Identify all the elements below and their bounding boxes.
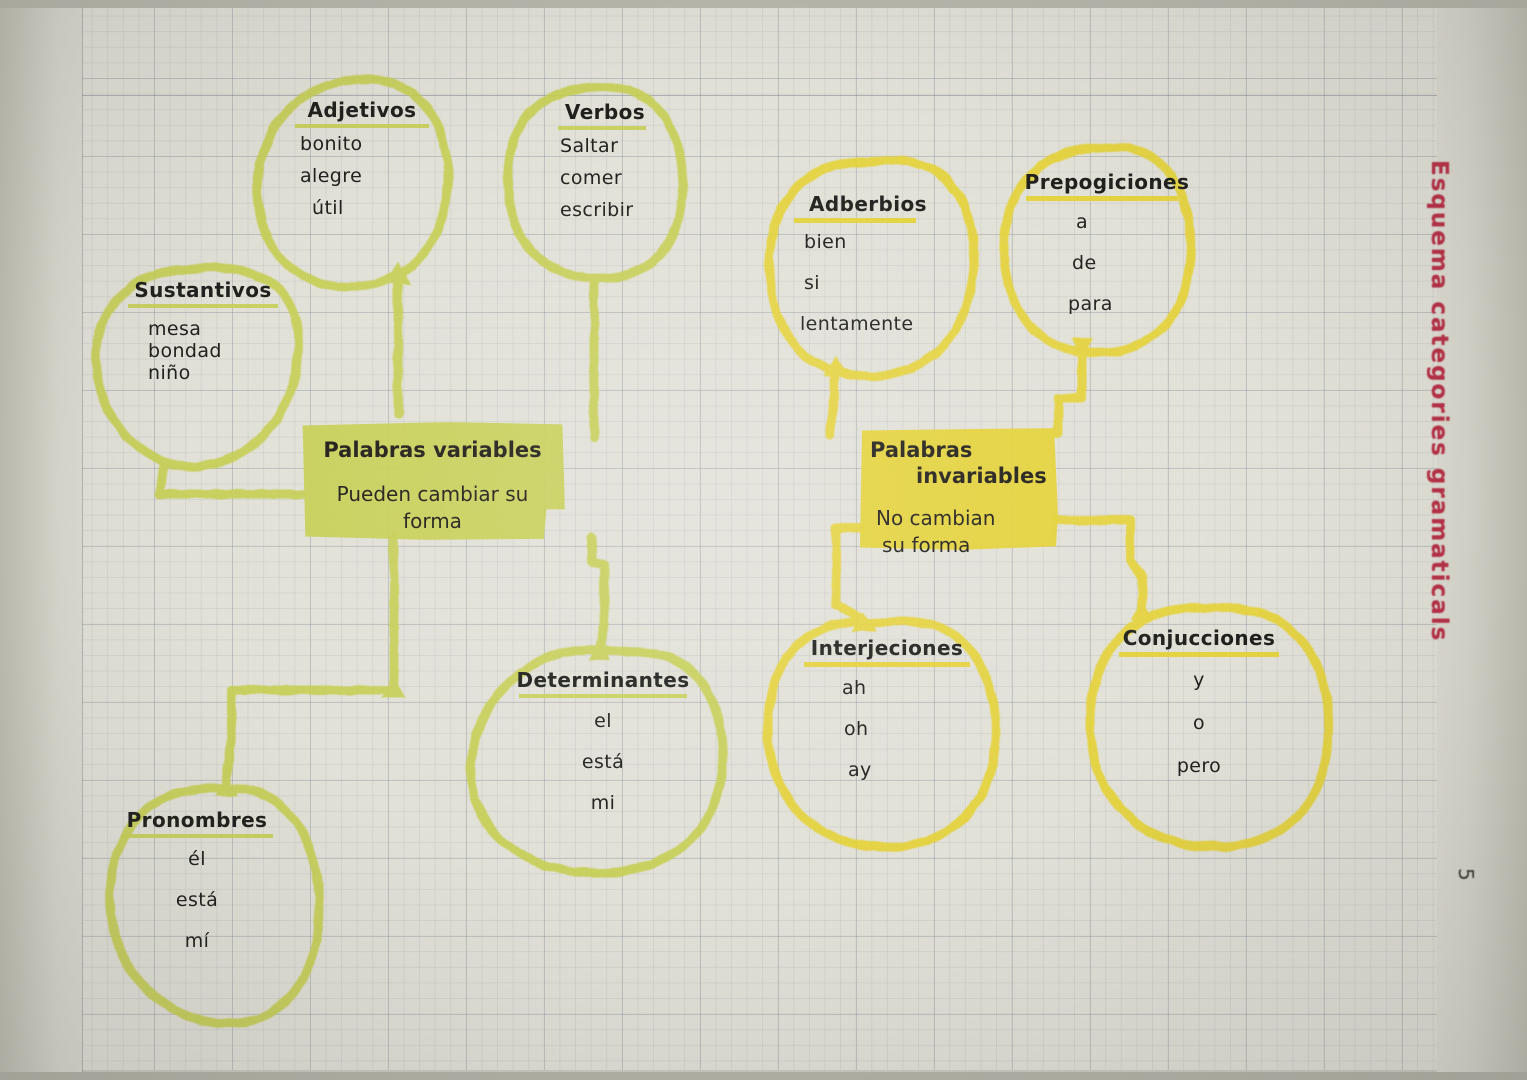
central-box-palabras-variables: Palabras variables Pueden cambiar su for…: [300, 422, 565, 540]
underline: [519, 694, 687, 698]
node-adverbios-item-2: lentamente: [800, 313, 914, 335]
node-adjetivos: Adjetivos bonito alegre útil: [282, 98, 442, 218]
node-verbos-item-1: comer: [560, 167, 623, 189]
node-pronombres-item-1: está: [175, 889, 219, 911]
palabras-invariables-title-2: invariables: [916, 464, 1047, 488]
palabras-variables-subtitle-1: Pueden cambiar su: [336, 482, 529, 506]
node-verbos-item-2: escribir: [560, 199, 634, 221]
margin-line-horizontal: [82, 95, 1457, 96]
green-highlight-fill: [302, 422, 565, 540]
side-note-title: Esquema categories gramaticals: [1426, 160, 1452, 643]
central-box-palabras-invariables: Palabras invariables No cambian su forma: [858, 428, 1058, 557]
underline: [1119, 652, 1279, 657]
node-determinantes: Determinantes el está mi: [508, 668, 698, 813]
node-sustantivos-item-2: niño: [148, 362, 191, 384]
node-adverbios-item-1: si: [804, 272, 820, 294]
node-adverbios-item-0: bien: [804, 231, 847, 253]
node-verbos: Verbos Saltar comer escribir: [548, 100, 698, 220]
palabras-invariables-title-1: Palabras: [870, 438, 973, 462]
graph-paper-grid: [82, 8, 1457, 1070]
node-conjunciones-title: Conjucciones: [1122, 626, 1276, 650]
node-determinantes-title: Determinantes: [516, 668, 690, 692]
node-adverbios: Adberbios bien si lentamente: [788, 192, 948, 334]
paper-right-edge: [1437, 0, 1527, 1080]
underline: [128, 304, 278, 308]
palabras-invariables-subtitle-1: No cambian: [876, 506, 996, 530]
node-pronombres: Pronombres él está mí: [112, 808, 282, 951]
node-adjetivos-item-1: alegre: [300, 165, 363, 187]
node-sustantivos-item-0: mesa: [148, 318, 202, 340]
underline: [794, 218, 916, 223]
node-adjetivos-title: Adjetivos: [307, 98, 417, 122]
node-preposiciones-item-1: de: [1072, 252, 1097, 274]
node-pronombres-title: Pronombres: [126, 808, 268, 832]
photo-top-border: [0, 0, 1527, 8]
node-verbos-item-0: Saltar: [560, 135, 619, 157]
node-preposiciones: Prepogiciones a de para: [1022, 170, 1192, 314]
underline: [1026, 196, 1178, 201]
node-pronombres-item-0: él: [188, 848, 206, 870]
photo-bottom-border: [0, 1072, 1527, 1080]
node-interjecciones-item-1: oh: [844, 718, 869, 740]
underline: [558, 126, 646, 130]
node-preposiciones-item-0: a: [1076, 211, 1089, 233]
palabras-variables-subtitle-2: forma: [403, 509, 462, 533]
node-conjunciones: Conjucciones y o pero: [1106, 626, 1292, 776]
palabras-invariables-subtitle-2: su forma: [882, 533, 971, 557]
node-pronombres-item-2: mí: [184, 930, 210, 952]
node-verbos-title: Verbos: [564, 100, 646, 124]
paper-left-edge: [0, 0, 82, 1080]
node-interjecciones-item-2: ay: [848, 759, 872, 781]
node-sustantivos-title: Sustantivos: [134, 278, 272, 302]
node-adjetivos-item-2: útil: [312, 197, 344, 219]
node-interjecciones-item-0: ah: [842, 677, 867, 699]
node-preposiciones-item-2: para: [1068, 293, 1113, 315]
underline: [295, 124, 429, 128]
margin-line-vertical: [82, 0, 83, 1080]
node-interjecciones: Interjeciones ah oh ay: [792, 636, 982, 780]
node-determinantes-item-0: el: [594, 710, 612, 732]
node-determinantes-item-2: mi: [590, 792, 616, 814]
yellow-highlight-fill: [860, 428, 1058, 550]
node-interjecciones-title: Interjeciones: [810, 636, 964, 660]
node-conjunciones-item-1: o: [1192, 712, 1206, 734]
node-adverbios-title: Adberbios: [809, 192, 927, 216]
underline: [121, 834, 273, 838]
node-conjunciones-item-0: y: [1193, 669, 1205, 691]
node-determinantes-item-1: está: [581, 751, 625, 773]
node-adjetivos-item-0: bonito: [300, 133, 363, 155]
node-conjunciones-item-2: pero: [1176, 755, 1222, 777]
page-number: 5: [1454, 868, 1478, 881]
palabras-variables-title: Palabras variables: [323, 438, 542, 462]
underline: [804, 662, 970, 667]
node-sustantivos: Sustantivos mesa bondad niño: [118, 278, 288, 383]
node-preposiciones-title: Prepogiciones: [1024, 170, 1190, 194]
node-sustantivos-item-1: bondad: [148, 340, 222, 362]
